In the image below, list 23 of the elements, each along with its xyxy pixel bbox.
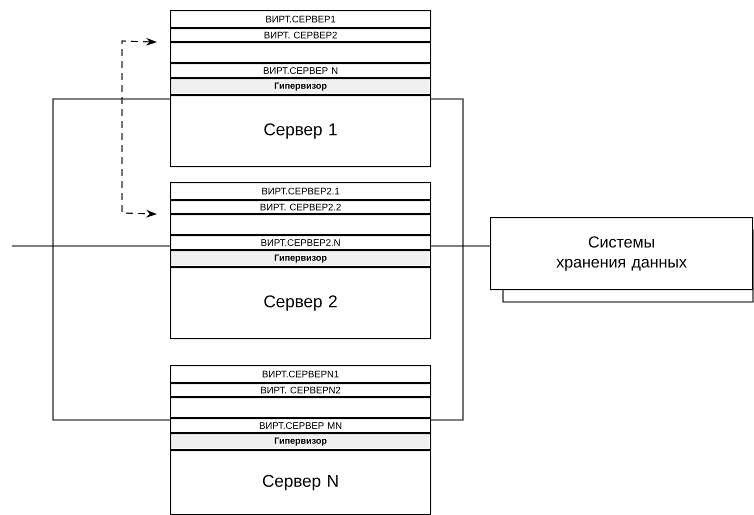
virtual-server-row: ВИРТ.СЕРВЕР1: [170, 10, 432, 28]
storage-box: Системы хранения данных: [490, 217, 754, 303]
server-box: Сервер 2: [170, 267, 432, 340]
connector-line: [12, 245, 170, 247]
virtual-server-row: ВИРТ.СЕРВЕРN1: [170, 365, 432, 384]
connector-line: [431, 245, 490, 247]
empty-row: [170, 42, 432, 64]
empty-row: [170, 214, 432, 236]
server-box: Сервер 1: [170, 95, 432, 168]
server-box: Сервер N: [170, 450, 432, 515]
virtual-server-row: ВИРТ.СЕРВЕР2.N: [170, 235, 432, 250]
empty-row: [170, 397, 432, 418]
connector-line: [52, 98, 170, 421]
virtual-server-row: ВИРТ. СЕРВЕР2: [170, 28, 432, 42]
virtual-server-row: ВИРТ. СЕРВЕРN2: [170, 383, 432, 398]
hypervisor-bar: Гипервизор: [170, 250, 432, 268]
hypervisor-bar: Гипервизор: [170, 78, 432, 96]
virtual-server-row: ВИРТ.СЕРВЕР2.1: [170, 182, 432, 200]
virtual-server-row: ВИРТ. СЕРВЕР2.2: [170, 200, 432, 214]
connector-line: [431, 98, 464, 421]
virtual-server-row: ВИРТ.СЕРВЕР N: [170, 63, 432, 78]
hypervisor-bar: Гипервизор: [170, 433, 432, 450]
virtual-server-row: ВИРТ.СЕРВЕР MN: [170, 418, 432, 434]
